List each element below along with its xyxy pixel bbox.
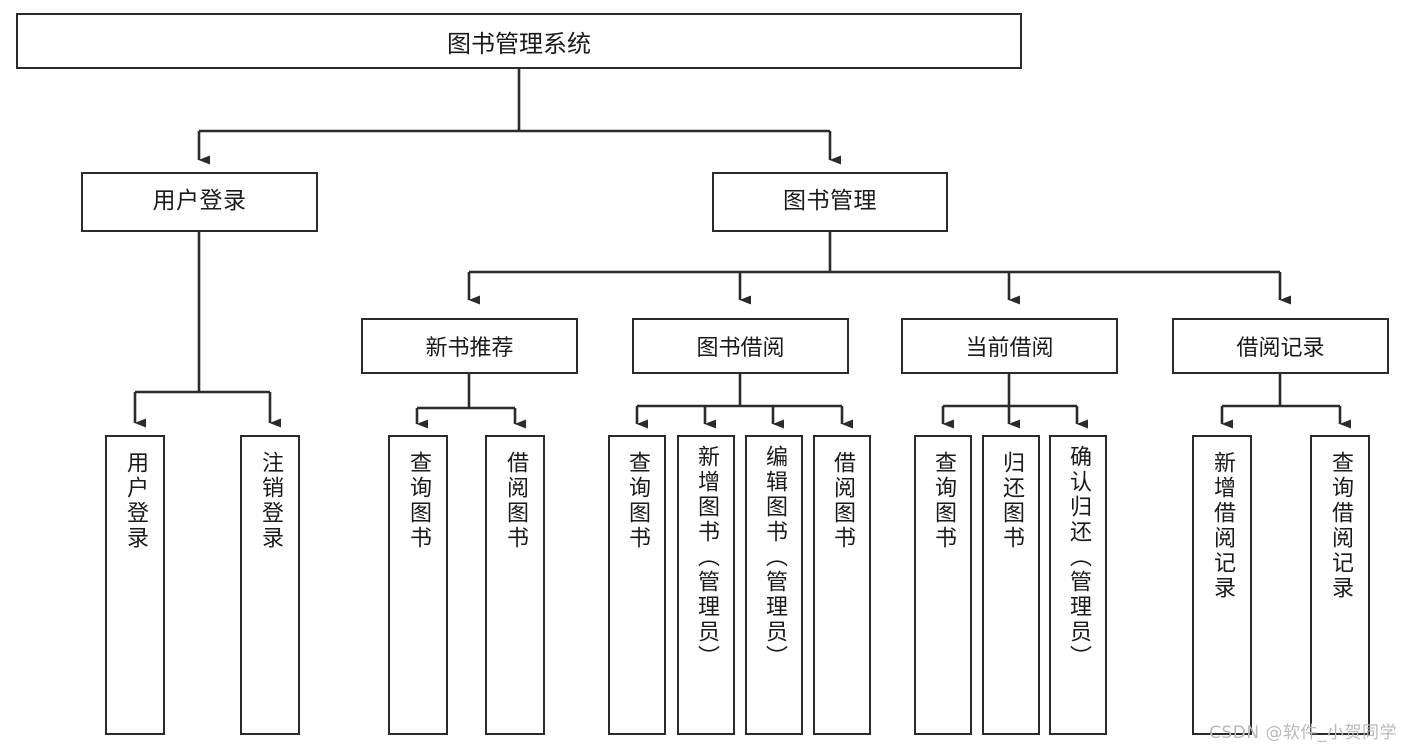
leaf-borrow-add-book[interactable]: 新增图书（管理员） [677,435,735,735]
leaf-record-query[interactable]: 查询借阅记录 [1310,435,1370,735]
leaf-label: 归还图书 [999,451,1024,551]
leaf-label: 借阅图书 [830,451,855,551]
leaf-label: 查询图书 [406,451,431,551]
leaf-borrow-edit-book[interactable]: 编辑图书（管理员） [745,435,803,735]
leaf-user-logout[interactable]: 注销登录 [240,435,300,735]
leaf-label: 新增图书（管理员） [694,445,719,670]
node-new-book-recommend[interactable]: 新书推荐 [361,318,578,374]
leaf-newbook-borrow[interactable]: 借阅图书 [485,435,545,735]
leaf-current-return[interactable]: 归还图书 [982,435,1040,735]
leaf-label: 编辑图书（管理员） [762,445,787,670]
leaf-label: 借阅图书 [503,451,528,551]
leaf-current-confirm-return[interactable]: 确认归还（管理员） [1049,435,1107,735]
leaf-current-query[interactable]: 查询图书 [914,435,972,735]
node-borrow-record[interactable]: 借阅记录 [1172,318,1389,374]
leaf-label: 注销登录 [258,451,283,551]
leaf-label: 查询借阅记录 [1328,451,1353,601]
leaf-borrow-book[interactable]: 借阅图书 [813,435,871,735]
node-book-borrow[interactable]: 图书借阅 [632,318,849,374]
leaf-label: 查询图书 [625,451,650,551]
node-root-system[interactable]: 图书管理系统 [16,13,1022,69]
watermark-text: CSDN @软件_小贺同学 [1209,723,1397,743]
leaf-label: 查询图书 [931,451,956,551]
leaf-user-login-do[interactable]: 用户登录 [105,435,165,735]
leaf-label: 用户登录 [123,451,148,551]
node-book-management[interactable]: 图书管理 [712,172,948,232]
leaf-label: 确认归还（管理员） [1066,445,1091,670]
leaf-borrow-query[interactable]: 查询图书 [608,435,666,735]
node-user-login[interactable]: 用户登录 [81,172,318,232]
node-current-borrow[interactable]: 当前借阅 [901,318,1118,374]
leaf-label: 新增借阅记录 [1210,451,1235,601]
leaf-newbook-query[interactable]: 查询图书 [388,435,448,735]
leaf-record-add[interactable]: 新增借阅记录 [1192,435,1252,735]
